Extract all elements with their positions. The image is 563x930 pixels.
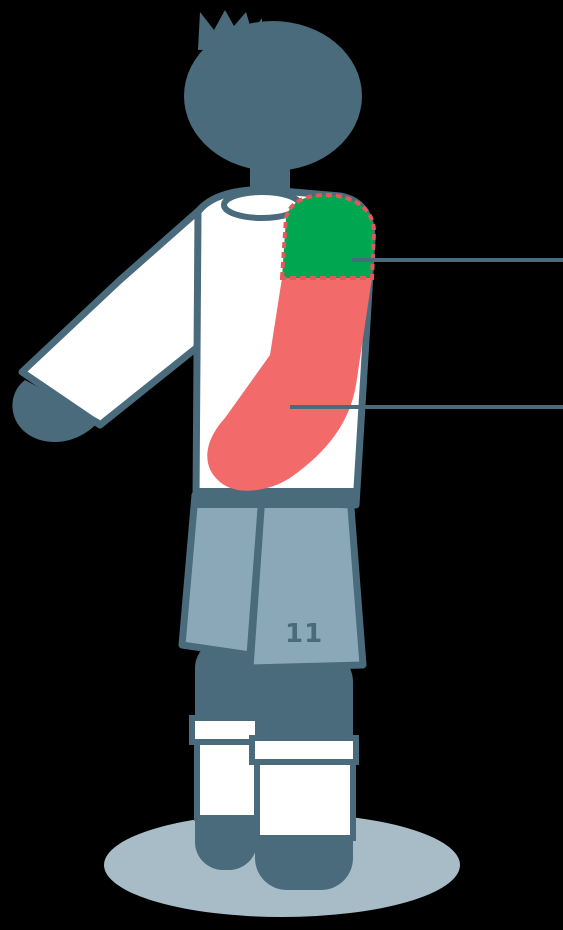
waistband [195,488,355,508]
left-sock-band [192,718,258,742]
left-sock-white [197,740,257,818]
shorts: 11 [182,495,363,668]
right-sock-band [252,738,356,762]
left-sleeve [22,205,205,425]
socks [192,718,356,838]
right-sock-white [257,760,353,838]
upper-back-region [282,195,374,278]
head [184,10,362,195]
left-arm [12,205,205,442]
shorts-number: 11 [285,619,323,649]
